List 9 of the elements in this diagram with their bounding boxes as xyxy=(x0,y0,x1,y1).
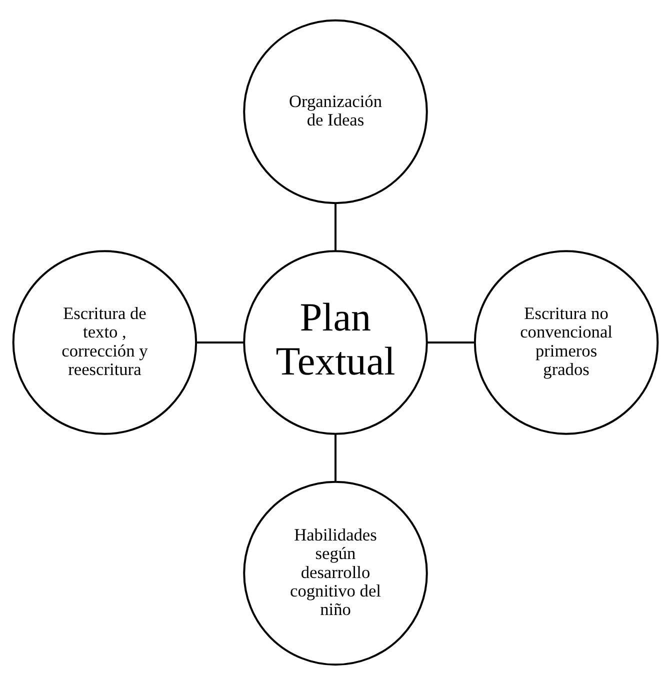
node-circle: Organización de Ideas xyxy=(243,18,428,204)
connector xyxy=(196,341,244,343)
connector xyxy=(427,341,475,343)
node-circle: Plan Textual xyxy=(243,250,428,434)
connector xyxy=(334,433,336,482)
node-circle: Escritura de texto , corrección y reescritura xyxy=(12,250,198,434)
node-circle: Habilidades según desarrollo cognitivo del niño xyxy=(243,480,428,666)
node-circle: Escritura no convencional primeros grados xyxy=(474,250,659,434)
connector xyxy=(334,202,336,250)
